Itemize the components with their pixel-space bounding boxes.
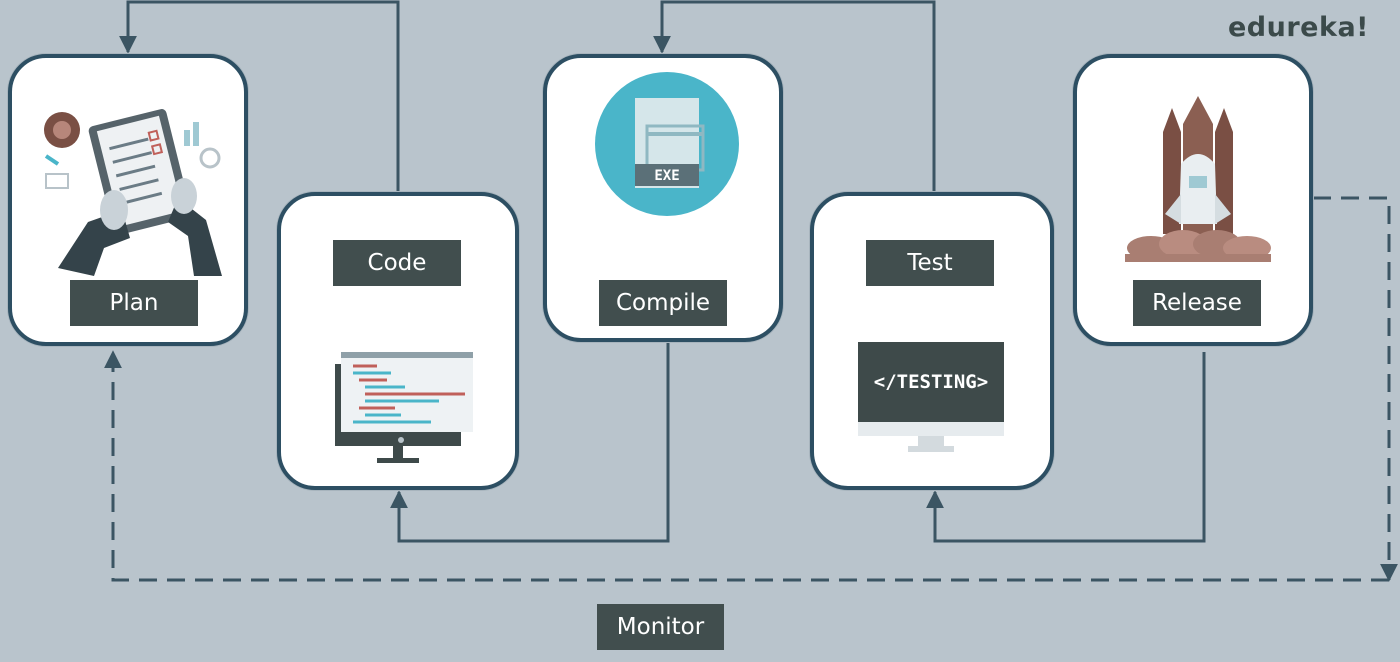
connector-release-to-loop: [1313, 196, 1398, 582]
testing-screen-text: </TESTING>: [874, 371, 988, 393]
edureka-logo: edureka!: [1228, 12, 1369, 43]
stage-label-release: Release: [1133, 280, 1261, 326]
exe-file-icon: EXE: [593, 70, 741, 222]
stage-plan: Plan: [8, 54, 248, 346]
exe-badge-text: EXE: [654, 168, 679, 184]
rocket-launch-icon: [1121, 94, 1275, 270]
connector-release-to-test: [926, 352, 1206, 543]
connector-compile-to-code: [390, 340, 670, 543]
stage-label-plan: Plan: [70, 280, 198, 326]
stage-test: Test </TESTING>: [810, 192, 1054, 490]
stage-label-compile: Compile: [599, 280, 727, 326]
connector-test-to-compile: [653, 0, 936, 192]
stage-code: Code: [277, 192, 519, 490]
code-monitor-icon: [335, 346, 475, 470]
stage-compile: EXE Compile: [543, 54, 783, 342]
clipboard-plan-icon: [38, 98, 222, 280]
connector-code-to-plan: [119, 0, 400, 192]
stage-release: Release: [1073, 54, 1313, 346]
testing-monitor-icon: </TESTING>: [856, 340, 1006, 464]
monitor-label: Monitor: [597, 604, 724, 650]
stage-label-code: Code: [333, 240, 461, 286]
connector-monitor-loop: [104, 350, 1389, 582]
stage-label-test: Test: [866, 240, 994, 286]
